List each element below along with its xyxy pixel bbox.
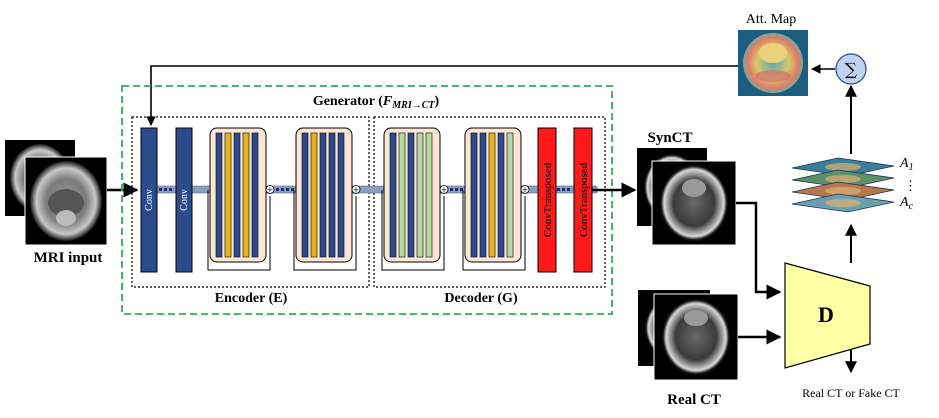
decoder-box xyxy=(373,116,606,288)
plus-icon: + xyxy=(353,186,360,195)
svg-text:ConvTransposed: ConvTransposed xyxy=(578,162,590,237)
conv-transposed-layer-1: ConvTransposed xyxy=(537,127,557,273)
d-output-label: Real CT or Fake CT xyxy=(802,386,900,400)
plus-icon: + xyxy=(522,186,529,195)
synct-image-stack xyxy=(637,148,737,246)
feature-layer xyxy=(310,132,318,258)
add-node xyxy=(520,185,530,194)
generator-title: Generator (FMRI→CT) xyxy=(313,94,440,111)
feature-layer xyxy=(506,132,514,258)
attention-map-layer-highlight xyxy=(825,199,861,207)
svg-text:ConvTransposed: ConvTransposed xyxy=(542,162,554,237)
mri-input-stack xyxy=(5,140,108,246)
feature-layer xyxy=(416,132,424,258)
attmap-label: Att. Map xyxy=(746,12,797,27)
attention-maps-stack xyxy=(791,157,895,213)
svg-text:D: D xyxy=(818,302,834,327)
feature-layer xyxy=(488,132,496,258)
sum-node: ∑ xyxy=(835,53,867,85)
add-node xyxy=(439,185,449,194)
ac-label: Ac xyxy=(899,195,914,212)
residual-block: + xyxy=(207,127,275,271)
residual-block: + xyxy=(293,127,361,271)
feature-layer xyxy=(242,132,250,258)
add-node xyxy=(265,185,275,194)
plus-icon: + xyxy=(441,186,448,195)
attention-map-layer-highlight xyxy=(825,187,861,195)
attention-map-layer-highlight xyxy=(825,175,861,183)
feature-layer xyxy=(425,132,433,258)
realct-image-stack xyxy=(638,290,739,381)
sum-icon: ∑ xyxy=(845,60,857,80)
feature-layer xyxy=(479,132,487,258)
generator-box xyxy=(121,85,613,315)
attention-map-image xyxy=(738,30,808,96)
attention-feedback-arrow xyxy=(146,65,738,126)
conv-transposed-layer-2: ConvTransposed xyxy=(573,127,593,273)
plus-icon: + xyxy=(267,186,274,195)
feature-layer xyxy=(398,132,406,258)
add-node xyxy=(351,185,361,194)
feature-layer xyxy=(251,132,259,258)
encoder-box xyxy=(131,116,370,288)
feature-layer xyxy=(389,132,397,258)
synct-to-d-arrow xyxy=(736,201,782,300)
a1-label: A1 xyxy=(899,156,914,173)
svg-text:Conv: Conv xyxy=(144,189,155,211)
feature-layer xyxy=(470,132,478,258)
conv-layer-1: Conv xyxy=(140,127,158,273)
feature-layer xyxy=(319,132,327,258)
svg-text:Conv: Conv xyxy=(179,189,190,211)
feature-layer xyxy=(497,132,505,258)
feature-layer xyxy=(233,132,241,258)
feature-layer xyxy=(301,132,309,258)
realct-label: Real CT xyxy=(667,392,721,408)
synct-label: SynCT xyxy=(647,130,692,146)
encoder-label: Encoder (E) xyxy=(215,291,288,306)
residual-block: + xyxy=(381,127,449,271)
discriminator-block: D xyxy=(784,262,871,369)
feature-layer xyxy=(337,132,345,258)
attention-map-layer-highlight xyxy=(825,163,861,171)
feature-layer xyxy=(407,132,415,258)
decoder-label: Decoder (G) xyxy=(444,291,518,306)
residual-block: + xyxy=(462,127,530,271)
feature-layer xyxy=(215,132,223,258)
mri-input-label: MRI input xyxy=(34,250,103,266)
conv-layer-2: Conv xyxy=(175,127,193,273)
feature-layer xyxy=(328,132,336,258)
vdots: ⋮ xyxy=(904,178,917,193)
feature-layer xyxy=(224,132,232,258)
